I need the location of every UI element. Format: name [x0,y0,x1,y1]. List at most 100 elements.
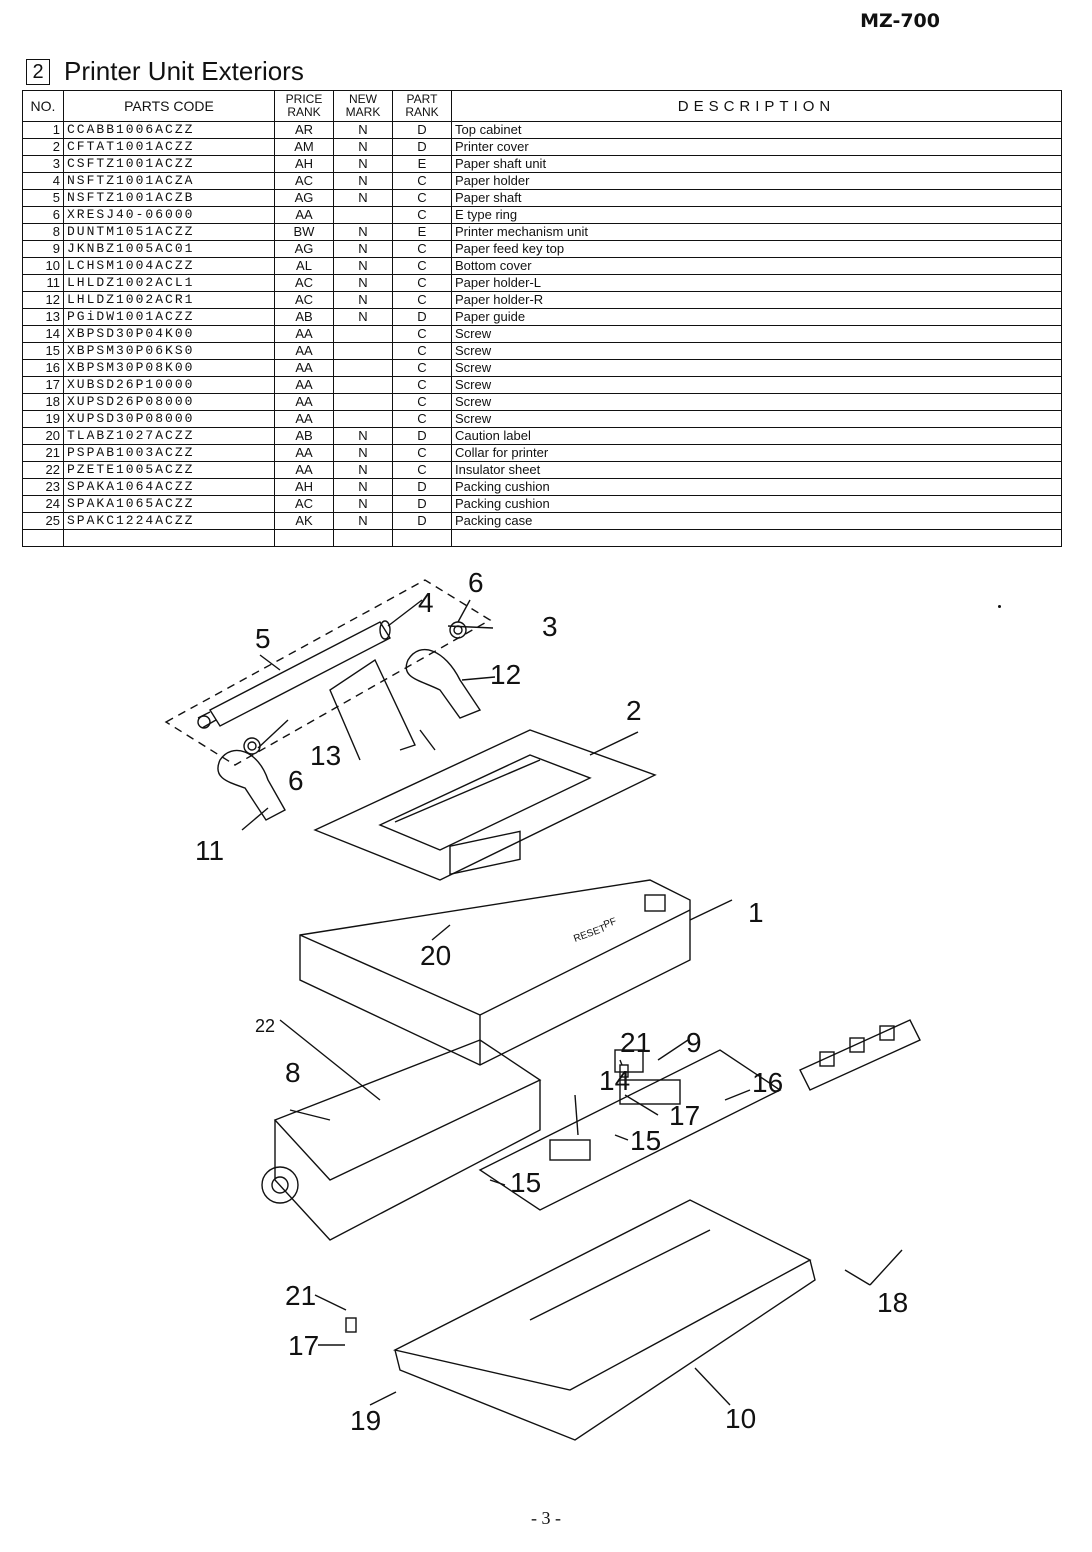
cell-part: D [392,138,452,156]
cell-desc: Caution label [451,427,1062,445]
callout-label: 13 [310,740,341,771]
cell-part: C [392,274,452,292]
e-ring-bottom [243,737,261,755]
cell-code: PZETE1005ACZZ [63,461,275,479]
cell-part: C [392,325,452,343]
cell-no: 22 [22,461,64,479]
panel-label-pf: PF [602,916,618,931]
cell-price: AG [274,240,334,258]
cell-price: AH [274,155,334,173]
cell-new: N [333,274,393,292]
cell-desc: Printer mechanism unit [451,223,1062,241]
callout-label: 18 [877,1287,908,1318]
cell-price: AA [274,393,334,411]
cell-price: AA [274,325,334,343]
paper-shaft-group-outline [164,579,492,766]
cell-desc: Screw [451,342,1062,360]
cell-desc: Screw [451,393,1062,411]
key-top-drawing [614,1049,644,1073]
cell-code: CFTAT1001ACZZ [63,138,275,156]
cell-desc: Paper shaft [451,189,1062,207]
cell-new: N [333,155,393,173]
stray-mark [998,605,1001,608]
cell-price: AA [274,461,334,479]
cell-price: AA [274,206,334,224]
cell-code: XRESJ40-06000 [63,206,275,224]
cell-code: PGiDW1001ACZZ [63,308,275,326]
cell-part: D [392,308,452,326]
cell-part: E [392,155,452,173]
cell-price: BW [274,223,334,241]
cell-new: N [333,240,393,258]
printer-mechanism-drawing [261,1039,542,1241]
cell-price: AA [274,342,334,360]
callout-label: 17 [288,1330,319,1361]
cell-code: NSFTZ1001ACZA [63,172,275,190]
paper-holder-r-drawing [405,649,482,719]
cell-part: C [392,444,452,462]
cell-part: C [392,410,452,428]
cell-no: 20 [22,427,64,445]
cell-new: N [333,257,393,275]
callout-label: 17 [669,1100,700,1131]
cell-no: 18 [22,393,64,411]
model-number: MZ-700 [860,10,940,32]
cell-no: 9 [22,240,64,258]
cell-new: N [333,308,393,326]
callout-label: 22 [255,1016,275,1036]
cell-price: AA [274,410,334,428]
section-heading: 2 Printer Unit Exteriors [26,56,304,87]
panel-label-reset: RESET [572,923,607,945]
cell-no: 21 [22,444,64,462]
callout-label: 11 [195,835,224,866]
cell-price: AC [274,495,334,513]
cell-no: 5 [22,189,64,207]
cell-part: D [392,512,452,530]
cell-desc: Screw [451,359,1062,377]
cell-new: N [333,495,393,513]
cell-new: N [333,223,393,241]
cell-new [333,206,393,224]
cell-part: D [392,478,452,496]
cell-new [333,410,393,428]
collar-top-drawing [619,1064,629,1078]
callout-label: 5 [255,623,271,654]
cell-no: 6 [22,206,64,224]
cell-price: AB [274,308,334,326]
cell-desc: Collar for printer [451,444,1062,462]
cell-new: N [333,427,393,445]
callout-label: 15 [630,1125,661,1156]
header-description: DESCRIPTION [451,90,1062,122]
cell-part: C [392,257,452,275]
cell-new: N [333,444,393,462]
callout-label: 1 [748,897,764,928]
paper-holder-l-drawing [217,749,286,821]
cell-desc: Screw [451,325,1062,343]
cell-price: AK [274,512,334,530]
cell-code: XUBSD26P10000 [63,376,275,394]
cell-code: XBPSD30P04K00 [63,325,275,343]
top-cabinet-drawing [299,830,691,1066]
cell-price: AG [274,189,334,207]
cell-new: N [333,121,393,139]
cell-desc: Paper holder-L [451,274,1062,292]
callout-label: 6 [468,567,484,598]
